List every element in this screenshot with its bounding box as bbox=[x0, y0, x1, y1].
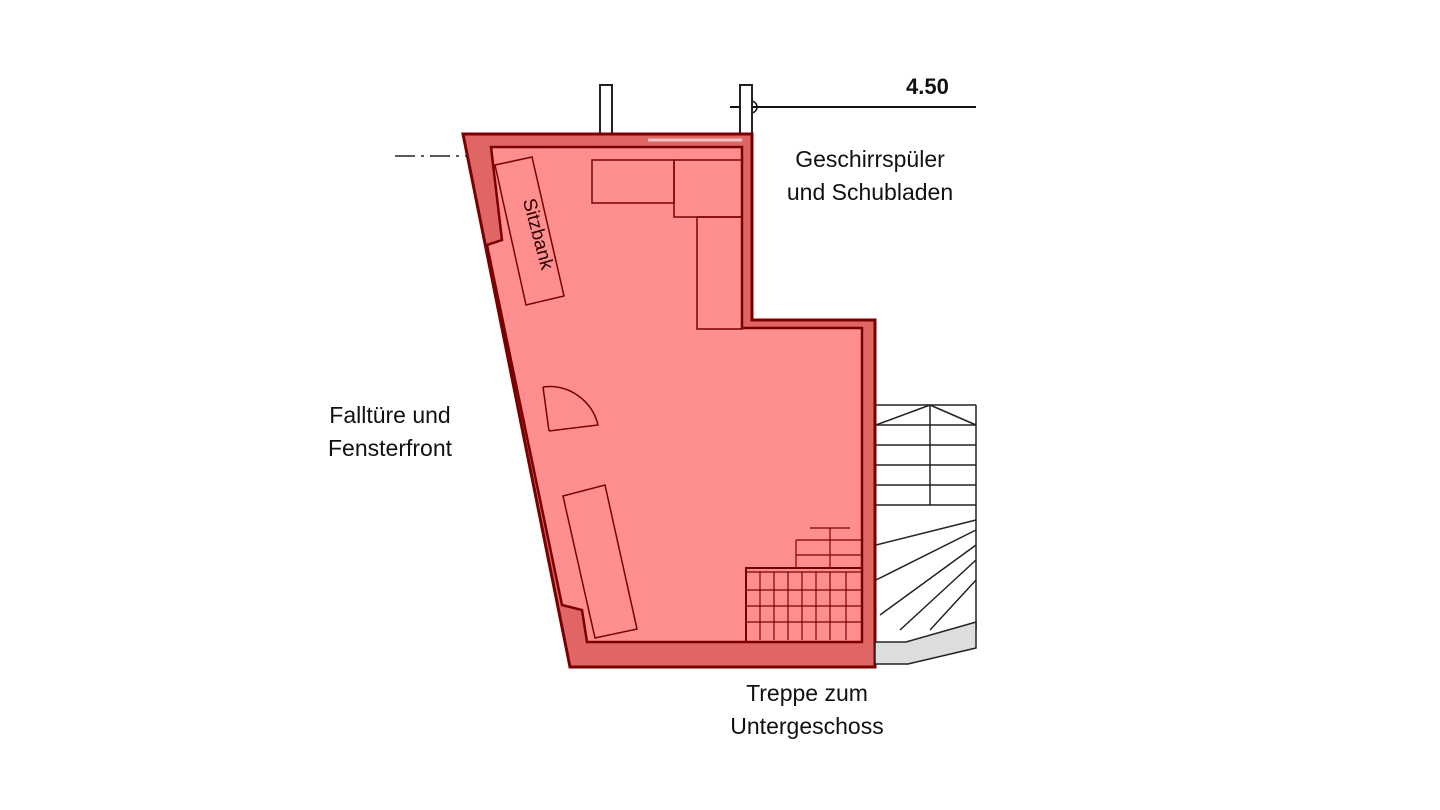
dishwasher-label-line2: und Schubladen bbox=[786, 179, 954, 205]
window-front-label-line1: Falltüre und bbox=[329, 402, 451, 428]
stairs-label-line2: Untergeschoss bbox=[730, 713, 884, 739]
dishwasher-label: Geschirrspüler und Schubladen bbox=[760, 143, 980, 209]
wall-posts bbox=[599, 84, 753, 136]
landing-slab bbox=[874, 621, 977, 665]
exterior-staircase bbox=[875, 404, 977, 631]
window-element bbox=[562, 484, 638, 639]
dishwasher-label-line1: Geschirrspüler bbox=[795, 146, 945, 172]
stairs-label-line1: Treppe zum bbox=[746, 680, 868, 706]
stairs-label: Treppe zum Untergeschoss bbox=[700, 677, 914, 743]
interior-stair bbox=[745, 527, 863, 643]
kitchen-cabinets bbox=[591, 159, 743, 330]
door-swing bbox=[542, 385, 599, 432]
window-front bbox=[486, 247, 563, 607]
dimension-value: 4.50 bbox=[906, 74, 949, 99]
window-front-label-line2: Fensterfront bbox=[328, 435, 452, 461]
window-front-label: Falltüre und Fensterfront bbox=[300, 399, 480, 465]
dimension-line bbox=[730, 99, 976, 115]
sitzbank bbox=[494, 156, 565, 306]
